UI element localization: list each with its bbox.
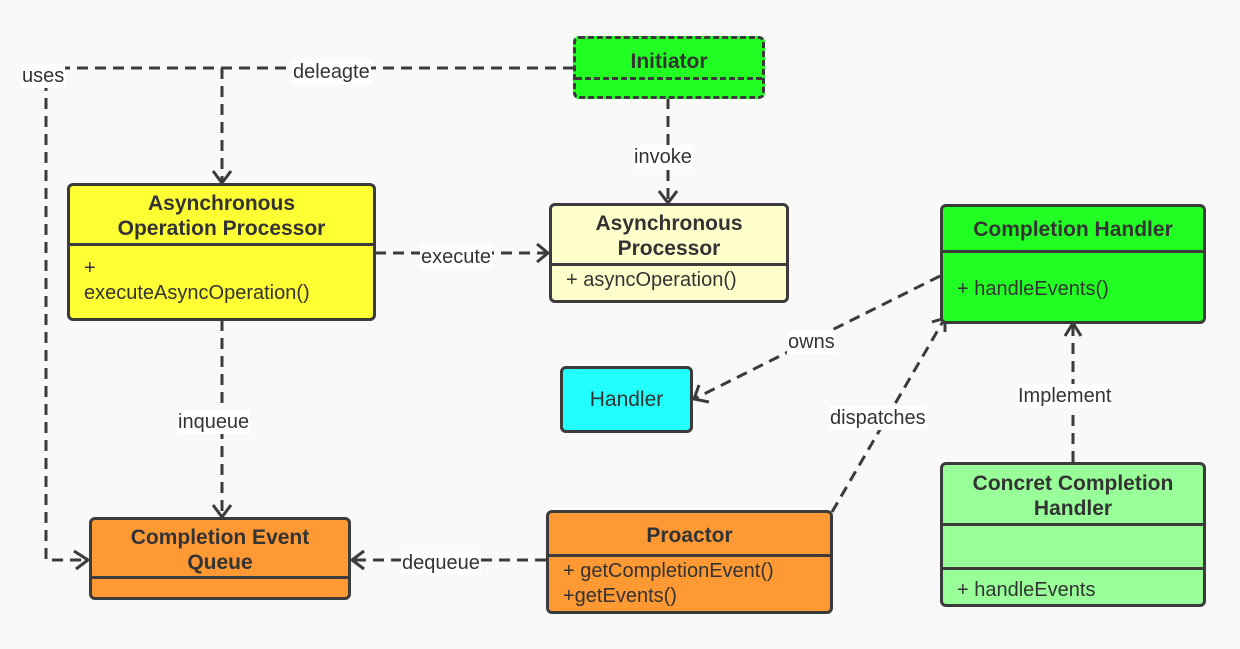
async-operation-processor-title: Asynchronous Operation Processor [70, 186, 373, 246]
arrowhead-uses [73, 549, 91, 571]
completion-handler-node[interactable]: Completion Handler + handleEvents() [940, 204, 1206, 324]
proactor-node[interactable]: Proactor + getCompletionEvent() +getEven… [546, 510, 833, 614]
title-line: Processor [617, 237, 721, 260]
edge-uses [44, 66, 574, 562]
methods-section: + handleEvents() [943, 253, 1203, 302]
edge-label-invoke: invoke [633, 145, 693, 169]
edge-label-implement: Implement [1017, 384, 1113, 408]
title-line: Queue [187, 551, 253, 574]
method: + handleEvents() [957, 278, 1109, 300]
title-line: Asynchronous [595, 212, 743, 235]
methods-section: + asyncOperation() [552, 266, 786, 293]
async-processor-title: Asynchronous Processor [552, 206, 786, 266]
edge-owns [693, 274, 941, 401]
proactor-title: Proactor [549, 513, 830, 557]
method: +getEvents() [563, 585, 677, 607]
methods-section: + handleEvents [943, 570, 1203, 603]
arrowhead-execute [536, 242, 551, 264]
concrete-completion-handler-node[interactable]: Concret Completion Handler + handleEvent… [940, 462, 1206, 607]
concrete-completion-handler-title: Concret Completion Handler [943, 465, 1203, 526]
title-line: Handler [1033, 497, 1113, 520]
methods-section: + getCompletionEvent() +getEvents() [549, 557, 830, 609]
attributes-section [943, 526, 1203, 570]
edge-label-dispatches: dispatches [829, 406, 927, 430]
completion-handler-title: Completion Handler [943, 207, 1203, 253]
method: + [84, 257, 96, 279]
method: executeAsyncOperation() [84, 282, 310, 304]
completion-event-queue-title: Completion Event Queue [92, 520, 348, 579]
method: + getCompletionEvent() [563, 560, 774, 582]
arrowhead-dequeue [349, 549, 365, 571]
edge-label-execute: execute [420, 245, 493, 269]
edge-label-uses: uses [21, 64, 66, 88]
completion-event-queue-node[interactable]: Completion Event Queue [89, 517, 351, 600]
edge-label-inqueue: inqueue [177, 410, 251, 434]
initiator-node[interactable]: Initiator [573, 36, 765, 99]
edge-label-dequeue: dequeue [401, 551, 481, 575]
edge-label-delegate: deleagte [292, 60, 371, 84]
edge-label-owns: owns [787, 330, 836, 354]
initiator-title: Initiator [576, 39, 762, 80]
title-line: Asynchronous [147, 192, 296, 215]
handler-title: Handler [589, 387, 664, 411]
method: + handleEvents [957, 579, 1096, 601]
title-line: Concret Completion [972, 472, 1174, 495]
arrowhead-owns [692, 384, 710, 404]
async-operation-processor-node[interactable]: Asynchronous Operation Processor + execu… [67, 183, 376, 321]
method: + asyncOperation() [566, 269, 737, 291]
title-line: Operation Processor [117, 217, 326, 240]
methods-section: + executeAsyncOperation() [70, 246, 373, 306]
async-processor-node[interactable]: Asynchronous Processor + asyncOperation(… [549, 203, 789, 303]
handler-node[interactable]: Handler [560, 366, 693, 433]
title-line: Completion Event [130, 526, 310, 549]
